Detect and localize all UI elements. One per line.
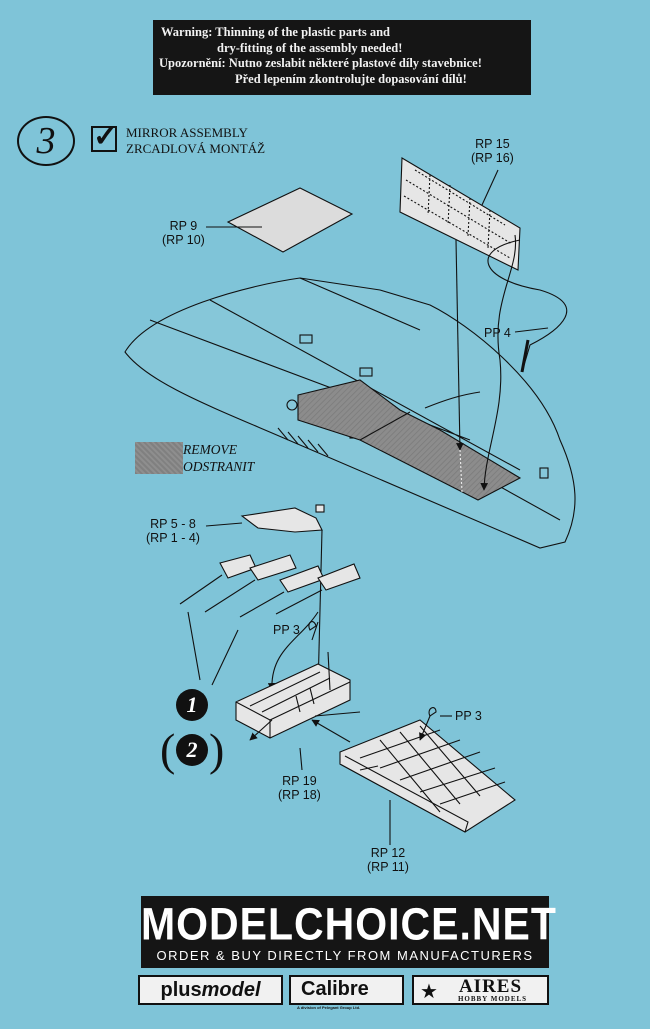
label-rp9: RP 9 (RP 10) — [162, 219, 205, 247]
part-rp5-8 — [240, 507, 323, 533]
label-pp3-a: PP 3 — [273, 623, 300, 637]
check-mark-icon: ✓ — [93, 120, 119, 153]
part-rp15-net — [399, 157, 521, 271]
mirror-checkbox: ✓ — [91, 120, 118, 153]
part-pp3-clip-b — [428, 707, 437, 717]
mirror-label-cz: ZRCADLOVÁ MONTÁŽ — [126, 141, 266, 156]
option-1-badge: 1 — [176, 689, 208, 721]
banner-subtitle: ORDER & BUY DIRECTLY FROM MANUFACTURERS — [156, 948, 534, 963]
warning-line-2: dry-fitting of the assembly needed! — [217, 40, 403, 55]
calibre-logo: Calibre A division of Pelegant Group Ltd… — [289, 975, 404, 1010]
part-rp12-tray — [339, 719, 516, 833]
label-pp4: PP 4 — [484, 326, 511, 340]
label-rp19: RP 19 (RP 18) — [278, 774, 321, 802]
warning-line-4: Před lepením zkontrolujte dopasování díl… — [235, 71, 467, 86]
warning-line-1: Warning: Thinning of the plastic parts a… — [161, 25, 390, 39]
label-rp5-8: RP 5 - 8 (RP 1 - 4) — [146, 517, 200, 545]
warning-line-3: Upozornění: Nutno zeslabit některé plast… — [159, 56, 482, 70]
remove-legend: REMOVE ODSTRANIT — [183, 442, 255, 474]
aires-logo: ★ AIRES HOBBY MODELS — [412, 975, 549, 1005]
label-rp12: RP 12 (RP 11) — [367, 846, 409, 874]
star-icon: ★ — [420, 981, 438, 1003]
warning-box: Warning: Thinning of the plastic parts a… — [153, 20, 531, 95]
label-pp3-b: PP 3 — [455, 709, 482, 723]
paren-right: ) — [209, 724, 225, 775]
label-rp15: RP 15 (RP 16) — [471, 137, 514, 165]
wing-outline — [124, 277, 576, 549]
remove-swatch — [135, 442, 183, 474]
modelchoice-banner[interactable]: MODELCHOICE.NET ORDER & BUY DIRECTLY FRO… — [141, 896, 557, 968]
mirror-assembly-label: MIRROR ASSEMBLY ZRCADLOVÁ MONTÁŽ — [126, 125, 265, 157]
mirror-label-en: MIRROR ASSEMBLY — [126, 125, 248, 140]
part-rp19-tray — [235, 663, 351, 739]
gun-parts — [179, 554, 361, 618]
step-number: 3 — [17, 116, 75, 166]
part-pp3-clip-a — [308, 621, 317, 631]
part-rp9-plate — [226, 187, 354, 253]
banner-title: MODELCHOICE.NET — [141, 898, 557, 950]
paren-left: ( — [160, 724, 176, 775]
option-2-badge: 2 — [176, 734, 208, 766]
plusmodel-logo: plusmodel — [138, 975, 283, 1005]
remove-area — [297, 379, 522, 501]
part-pp4-wire — [487, 239, 568, 373]
